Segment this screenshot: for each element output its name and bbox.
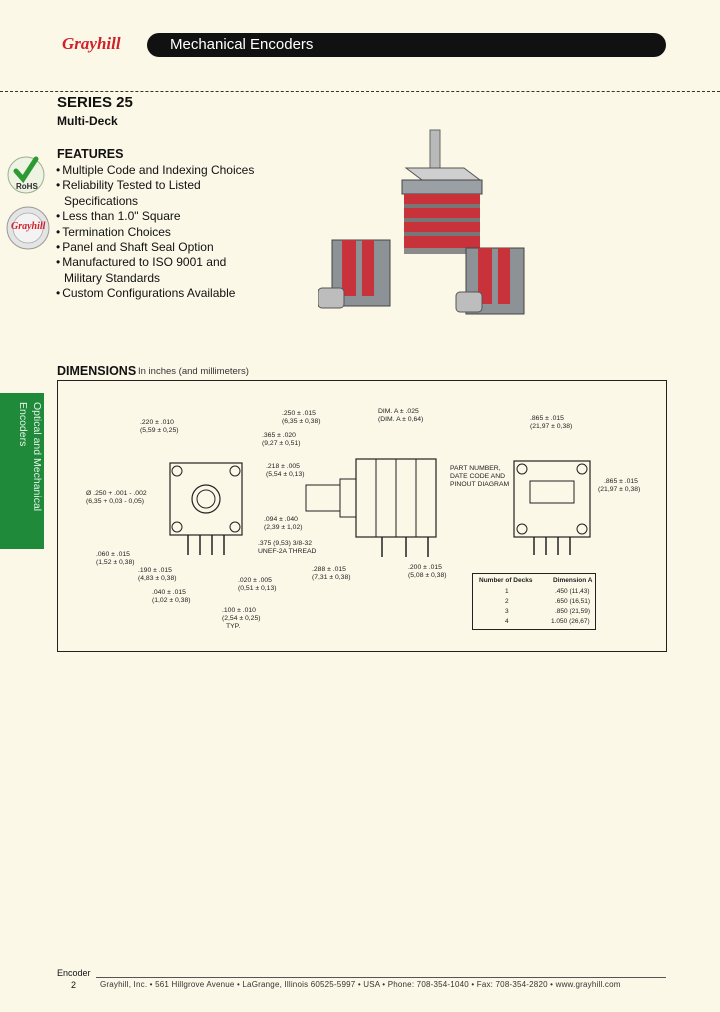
dim-label: .218 ± .005	[266, 463, 300, 470]
seal-label: Grayhill	[11, 221, 46, 232]
table-header: Number of Decks	[479, 577, 533, 584]
dim-label: .250 ± .015	[282, 410, 316, 417]
dim-label: (0,51 ± 0,13)	[238, 585, 277, 592]
dim-label: (9,27 ± 0,51)	[262, 440, 301, 447]
dimensions-subheading: In inches (and millimeters)	[138, 366, 249, 377]
decks-table: Number of Decks Dimension A 1 .450 (11,4…	[472, 573, 596, 630]
footer-address: Grayhill, Inc. • 561 Hillgrove Avenue • …	[100, 980, 621, 989]
dim-label: (2,54 ± 0,25)	[222, 615, 261, 622]
list-item: Manufactured to ISO 9001 and Military St…	[56, 255, 256, 286]
dim-label: (5,54 ± 0,13)	[266, 471, 305, 478]
list-item: Multiple Code and Indexing Choices	[56, 163, 256, 178]
dim-label: .865 ± .015	[530, 415, 564, 422]
table-cell: .850 (21,59)	[555, 608, 591, 615]
rohs-badge-icon: RoHS	[6, 153, 46, 197]
dim-label: (5,08 ± 0,38)	[408, 572, 447, 579]
page-title: Mechanical Encoders	[170, 36, 314, 53]
dim-label: .040 ± .015	[152, 589, 186, 596]
dim-label: .220 ± .010	[140, 419, 174, 426]
dim-label: (6,35 + 0,03 - 0,05)	[86, 498, 144, 505]
rear-view-drawing	[508, 455, 598, 565]
side-view-drawing	[300, 455, 440, 565]
dim-label: DIM. A ± .025	[378, 408, 419, 415]
dim-label: UNEF-2A THREAD	[258, 548, 317, 555]
rohs-label: RoHS	[16, 182, 38, 191]
list-item: Less than 1.0" Square	[56, 209, 256, 224]
list-item: Termination Choices	[56, 225, 256, 240]
dim-label: (2,39 ± 1,02)	[264, 524, 303, 531]
table-cell: 3	[505, 608, 509, 615]
page-number: 2	[71, 980, 77, 990]
logo-text: Grayhill	[62, 34, 121, 53]
footer-section-label: Encoder	[57, 968, 91, 978]
dim-label: PART NUMBER,	[450, 465, 501, 472]
dim-label: .375 (9,53) 3/8-32	[258, 540, 313, 547]
dim-label: (21,97 ± 0,38)	[530, 423, 573, 430]
dim-label: DATE CODE AND	[450, 473, 506, 480]
dim-label: TYP.	[226, 623, 241, 630]
table-header: Dimension A	[553, 577, 593, 584]
section-tab	[0, 393, 44, 549]
dim-label: .100 ± .010	[222, 607, 256, 614]
list-item: Panel and Shaft Seal Option	[56, 240, 256, 255]
dim-label: Ø .250 + .001 - .002	[86, 490, 147, 497]
dim-label: .865 ± .015	[604, 478, 638, 485]
dim-label: (6,35 ± 0,38)	[282, 418, 321, 425]
dim-label: .060 ± .015	[96, 551, 130, 558]
list-item: Reliability Tested to Listed Specificati…	[56, 178, 256, 209]
table-cell: 4	[505, 618, 509, 625]
series-subtitle: Multi-Deck	[57, 114, 118, 128]
dim-label: (DIM. A ± 0,64)	[378, 416, 424, 423]
grayhill-logo: Grayhill	[62, 34, 142, 56]
dim-label: .190 ± .015	[138, 567, 172, 574]
dimensions-heading: DIMENSIONS	[57, 364, 137, 378]
dim-label: (1,52 ± 0,38)	[96, 559, 135, 566]
dim-label: .288 ± .015	[312, 566, 346, 573]
table-cell: .650 (16,51)	[555, 598, 591, 605]
header-bar	[147, 33, 666, 57]
dim-label: .020 ± .005	[238, 577, 272, 584]
quality-seal-icon: Grayhill	[5, 205, 51, 251]
front-view-drawing	[160, 455, 250, 565]
list-item: Custom Configurations Available	[56, 286, 256, 301]
series-title: SERIES 25	[57, 94, 133, 111]
dim-label: (4,83 ± 0,38)	[138, 575, 177, 582]
features-heading: FEATURES	[57, 147, 124, 161]
table-cell: .450 (11,43)	[555, 588, 590, 595]
header-divider	[0, 91, 720, 92]
dim-label: PINOUT DIAGRAM	[450, 481, 510, 488]
dim-label: (5,59 ± 0,25)	[140, 427, 179, 434]
dimensions-drawing-frame	[57, 380, 667, 652]
section-tab-label: Optical and Mechanical Encoders	[17, 402, 43, 512]
table-cell: 1	[505, 588, 509, 595]
dim-label: (21,97 ± 0,38)	[598, 486, 641, 493]
table-cell: 2	[505, 598, 509, 605]
features-list: Multiple Code and Indexing Choices Relia…	[56, 163, 256, 302]
product-photo	[317, 128, 538, 328]
dim-label: (7,31 ± 0,38)	[312, 574, 351, 581]
footer-divider	[96, 977, 666, 978]
dim-label: .200 ± .015	[408, 564, 442, 571]
dim-label: .094 ± .040	[264, 516, 298, 523]
dim-label: .365 ± .020	[262, 432, 296, 439]
dim-label: (1,02 ± 0,38)	[152, 597, 191, 604]
table-cell: 1.050 (26,67)	[551, 618, 590, 625]
